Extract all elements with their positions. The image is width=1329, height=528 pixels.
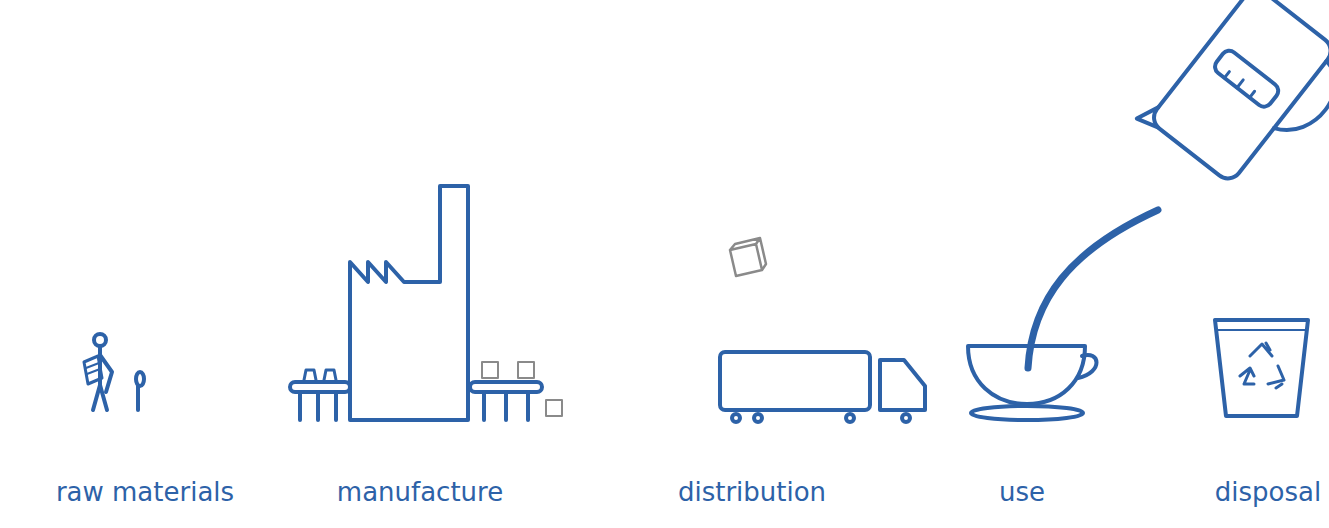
worker-figure-part <box>84 356 102 384</box>
kettle-jug-part <box>1137 101 1168 132</box>
delivery-truck-part <box>732 414 740 422</box>
tea-cup-part <box>971 406 1083 420</box>
kettle-jug-part <box>1148 0 1329 184</box>
recycling-bin-part <box>1240 343 1284 388</box>
conveyor-belt-part <box>300 392 336 420</box>
product-box-part <box>482 362 498 378</box>
product-box-part <box>546 400 562 416</box>
factory-building-part <box>350 186 468 420</box>
worker-figure <box>84 334 112 410</box>
tea-cup-part <box>968 346 1085 404</box>
plant-sprout <box>136 372 144 410</box>
worker-figure-part <box>94 334 106 346</box>
delivery-truck-part <box>880 360 925 410</box>
delivery-truck-part <box>902 414 910 422</box>
stage-label: disposal <box>1215 476 1321 508</box>
delivery-truck <box>720 352 925 422</box>
delivery-truck-part <box>846 414 854 422</box>
delivery-truck-part <box>754 414 762 422</box>
factory-building <box>350 186 468 420</box>
kettle-jug-part <box>1212 48 1282 110</box>
worker-figure-part <box>100 355 112 392</box>
stage-label: manufacture <box>337 476 503 508</box>
conveyor-belt-part <box>484 392 528 420</box>
product-box-part <box>730 238 766 276</box>
plant-sprout-part <box>136 386 140 410</box>
product-box-part <box>518 362 534 378</box>
stage-label: raw materials <box>56 476 234 508</box>
kettle-jug <box>1137 0 1329 207</box>
worker-figure-part <box>86 363 100 374</box>
recycling-bin <box>1215 320 1308 416</box>
recycling-bin-part <box>1218 329 1305 331</box>
kettle-jug-part <box>1274 61 1329 146</box>
product-box <box>482 362 562 416</box>
recycling-bin-part <box>1215 320 1308 416</box>
stage-label: distribution <box>678 476 826 508</box>
product-box <box>730 238 766 276</box>
plant-sprout-part <box>136 372 144 386</box>
delivery-truck-part <box>720 352 870 410</box>
conveyor-belt <box>290 370 542 420</box>
tea-cup <box>968 346 1097 420</box>
conveyor-belt-part <box>304 370 336 380</box>
stage-label: use <box>999 476 1045 508</box>
tea-cup-part <box>1078 355 1097 378</box>
kettle-jug-part <box>1224 70 1255 98</box>
